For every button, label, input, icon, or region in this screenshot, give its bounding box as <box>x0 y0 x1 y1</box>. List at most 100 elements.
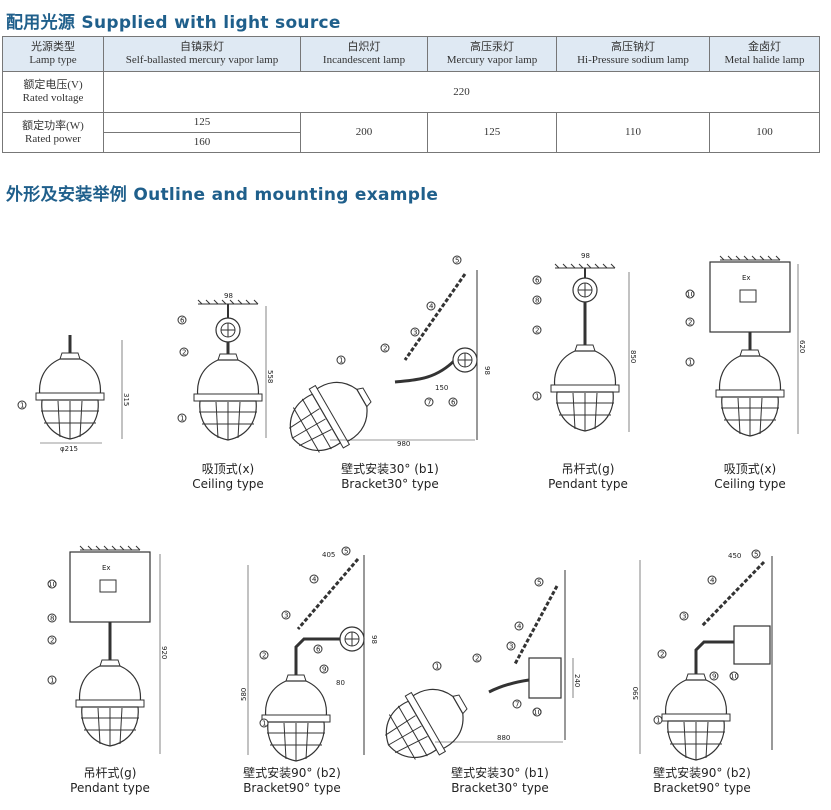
part-5: 5 <box>754 551 758 559</box>
part-1: 1 <box>656 717 660 725</box>
caption-en: Ceiling type <box>192 477 264 491</box>
power-mercury: 125 <box>427 112 557 153</box>
caption-bracket30-1: 壁式安装30° (b1)Bracket30° type <box>320 462 460 492</box>
dim-405: 405 <box>322 551 335 559</box>
figure-bracket90-1: 405 98 580 80 5 4 3 6 2 9 1 <box>240 546 378 762</box>
header-en: Mercury vapor lamp <box>446 54 538 66</box>
part-8: 8 <box>50 615 54 623</box>
part-6: 6 <box>535 277 540 285</box>
caption-cn: 壁式安装90° (b2) <box>653 766 751 780</box>
header-cn: 白炽灯 <box>347 41 381 53</box>
header-cn: 高压钠灯 <box>611 41 655 53</box>
dim-590: 590 <box>632 687 640 700</box>
caption-pendant-1: 吊杆式(g)Pendant type <box>538 462 638 492</box>
part-1: 1 <box>50 677 54 685</box>
part-2: 2 <box>262 652 266 660</box>
caption-cn: 壁式安装30° (b1) <box>341 462 439 476</box>
part-4: 4 <box>517 623 522 631</box>
caption-en: Pendant type <box>548 477 628 491</box>
voltage-label-cell: 额定电压(V)Rated voltage <box>2 71 104 113</box>
part-9: 9 <box>712 673 716 681</box>
part-1: 1 <box>20 402 24 410</box>
header-en: Lamp type <box>29 54 77 66</box>
dim-98: 98 <box>224 292 233 300</box>
caption-ceiling-1: 吸顶式(x)Ceiling type <box>178 462 278 492</box>
caption-pendant-2: 吊杆式(g)Pendant type <box>60 766 160 796</box>
header-cn: 高压汞灯 <box>470 41 514 53</box>
caption-bracket90-1: 壁式安装90° (b2)Bracket90° type <box>222 766 362 796</box>
caption-en: Bracket30° type <box>451 781 549 795</box>
figure-bracket30-1: 980 98 150 5 4 3 2 1 7 6 <box>274 255 491 469</box>
part-9: 9 <box>322 666 326 674</box>
caption-cn: 吊杆式(g) <box>83 766 137 780</box>
dim-80: 80 <box>336 679 345 687</box>
dim-98: 98 <box>483 366 491 375</box>
power-self-b: 160 <box>103 132 301 153</box>
part-2: 2 <box>182 349 186 357</box>
power-halide: 100 <box>709 112 820 153</box>
part-2: 2 <box>383 345 387 353</box>
part-4: 4 <box>312 576 317 584</box>
caption-cn: 壁式安装90° (b2) <box>243 766 341 780</box>
header-cn: 金卤灯 <box>748 41 781 53</box>
ex-mark: Ex <box>742 274 751 282</box>
power-self-a: 125 <box>103 112 301 133</box>
part-3: 3 <box>413 329 417 337</box>
part-2: 2 <box>535 327 539 335</box>
figure-ceiling-2: 98 558 6 2 1 <box>177 292 274 441</box>
part-5: 5 <box>455 257 459 265</box>
dim-98: 98 <box>581 252 590 260</box>
power-label-cell: 额定功率(W)Rated power <box>2 112 104 153</box>
voltage-value: 220 <box>103 71 820 113</box>
part-1: 1 <box>435 663 439 671</box>
dim-240: 240 <box>573 674 581 687</box>
figure-pendant-1: 98 850 6 8 2 1 <box>532 252 637 432</box>
part-1: 1 <box>262 720 266 728</box>
part-2: 2 <box>475 655 479 663</box>
voltage-label-en: Rated voltage <box>22 92 84 104</box>
figure-ceiling-3: Ex 620 10 2 1 <box>685 255 806 437</box>
part-1: 1 <box>339 357 343 365</box>
caption-cn: 吊杆式(g) <box>561 462 615 476</box>
part-5: 5 <box>537 579 541 587</box>
part-1: 1 <box>535 393 539 401</box>
dim-315: 315 <box>122 393 130 406</box>
caption-en: Bracket90° type <box>653 781 751 795</box>
part-6: 6 <box>451 399 456 407</box>
ex-mark: Ex <box>102 564 111 572</box>
power-label-cn: 额定功率(W) <box>22 119 84 132</box>
dim-980: 980 <box>397 440 410 448</box>
part-10: 10 <box>686 291 695 299</box>
figure-bracket30-2: 240 880 5 4 3 2 1 7 10 <box>370 570 581 776</box>
power-sodium: 110 <box>556 112 710 153</box>
part-10: 10 <box>730 673 739 681</box>
part-5: 5 <box>344 548 348 556</box>
part-6: 6 <box>316 646 321 654</box>
dim-620: 620 <box>798 340 806 353</box>
section-title-outline: 外形及安装举例 Outline and mounting example <box>6 185 439 205</box>
caption-cn: 壁式安装30° (b1) <box>451 766 549 780</box>
header-en: Metal halide lamp <box>724 54 805 66</box>
part-7: 7 <box>427 399 431 407</box>
dim-450: 450 <box>728 552 741 560</box>
part-2: 2 <box>660 651 664 659</box>
section-title-light-source: 配用光源 Supplied with light source <box>6 13 341 33</box>
header-en: Self-ballasted mercury vapor lamp <box>125 54 279 66</box>
part-3: 3 <box>509 643 513 651</box>
part-4: 4 <box>429 303 434 311</box>
part-3: 3 <box>284 612 288 620</box>
part-7: 7 <box>515 701 519 709</box>
part-4: 4 <box>710 577 715 585</box>
caption-en: Bracket30° type <box>341 477 439 491</box>
caption-cn: 吸顶式(x) <box>723 462 777 476</box>
dim-580: 580 <box>240 688 248 701</box>
caption-en: Pendant type <box>70 781 150 795</box>
part-8: 8 <box>535 297 539 305</box>
